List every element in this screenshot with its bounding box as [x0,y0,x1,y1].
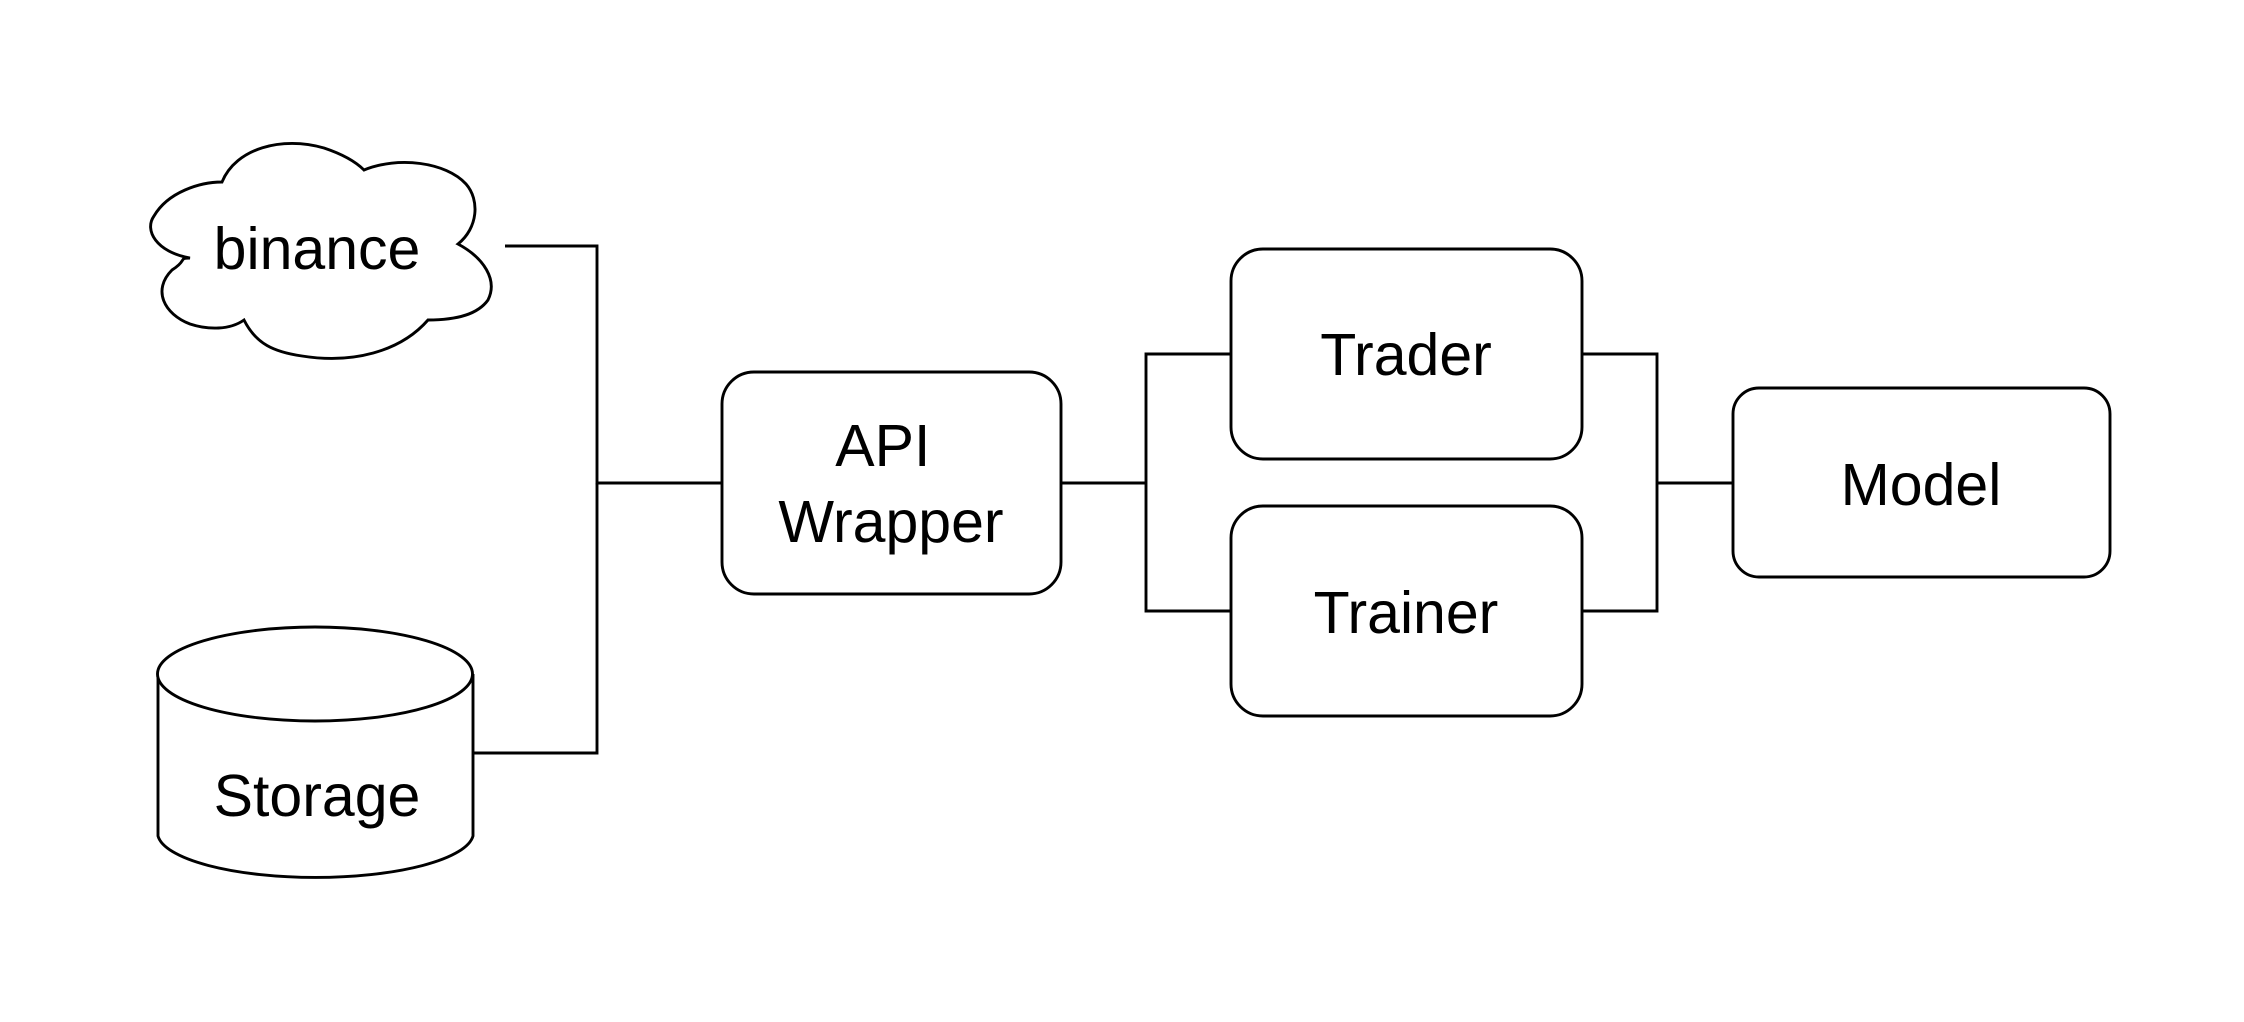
edge-binance-to-api-wrapper [505,244,722,485]
api-wrapper-label: API Wrapper [778,413,1003,555]
edge-trader-to-model [1582,352,1659,613]
cylinder-body [156,674,475,879]
node-api-wrapper[interactable]: API Wrapper [720,370,1063,596]
edge-storage-to-api-wrapper [473,483,599,755]
model-label: Model [1841,452,2002,518]
api-wrapper-label-line1: API [835,413,930,479]
edge-api-wrapper-to-trader [1144,352,1231,613]
model-box [1731,386,2112,579]
node-binance[interactable]: binance [149,142,493,360]
trainer-box [1229,504,1584,718]
connectors [473,244,1733,755]
node-trainer[interactable]: Trainer [1229,504,1584,718]
storage-label: Storage [214,763,421,829]
api-wrapper-box [720,370,1063,596]
trader-label: Trader [1320,322,1492,388]
binance-label: binance [214,216,421,282]
node-trader[interactable]: Trader [1229,247,1584,461]
api-wrapper-label-line2: Wrapper [778,489,1003,555]
node-model[interactable]: Model [1731,386,2112,579]
node-storage[interactable]: Storage [156,625,475,879]
trainer-label: Trainer [1314,580,1499,646]
cloud-shape [149,142,493,360]
cylinder-top [156,625,474,723]
trader-box [1229,247,1584,461]
